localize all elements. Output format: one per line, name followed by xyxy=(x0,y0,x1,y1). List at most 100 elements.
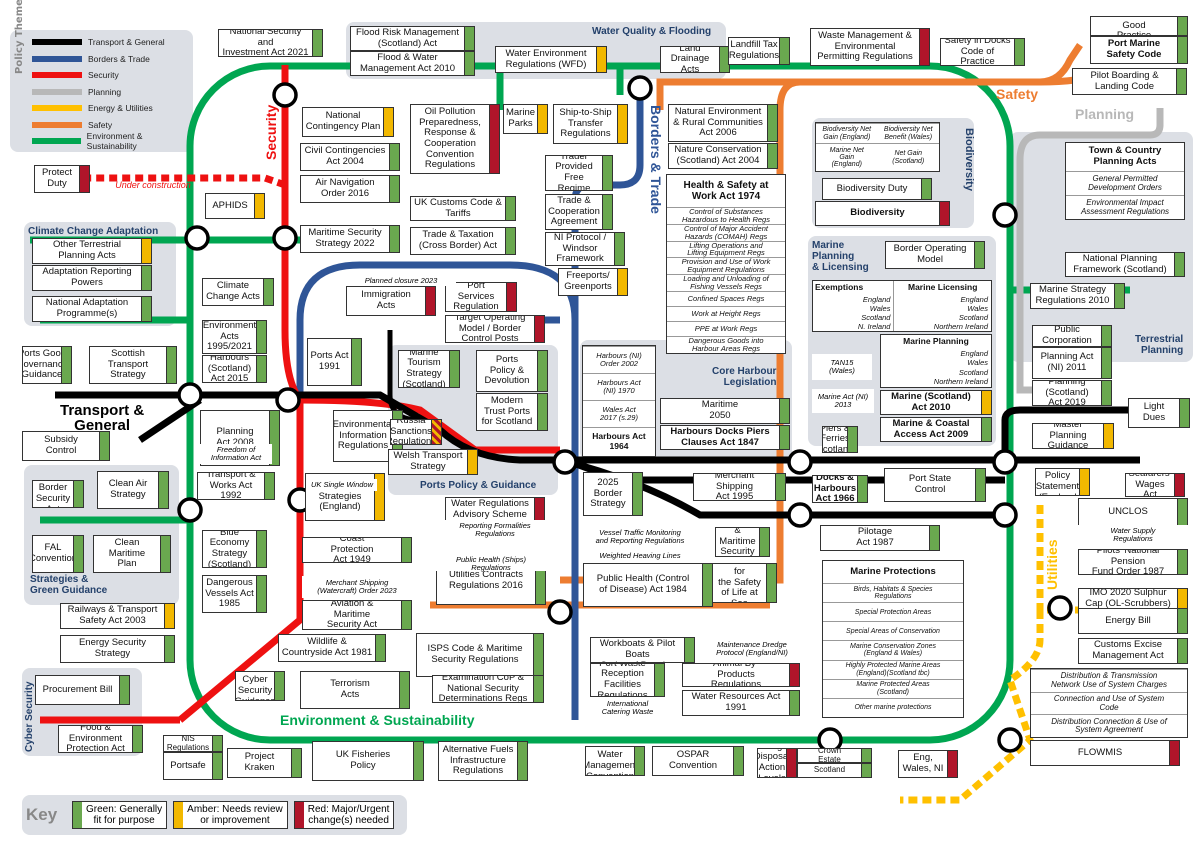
box-animal-by-products-regulations[interactable]: Animal By- Products Regulations xyxy=(682,663,800,687)
box-ballast-water-management-convention[interactable]: Ballast Water Management Convention xyxy=(585,746,645,776)
box-port-marine-safety-code[interactable]: Port Marine Safety Code xyxy=(1090,36,1188,64)
box-biodiversity[interactable]: Biodiversity xyxy=(815,201,950,226)
box-coast-protection-act-1949[interactable]: Coast Protection Act 1949 xyxy=(302,537,412,563)
box-marine-tourism-strategy-scotland[interactable]: Marine Tourism Strategy (Scotland) xyxy=(398,350,460,388)
box-natural-environment-rural-communities-ac[interactable]: Natural Environment & Rural Communities … xyxy=(668,104,778,142)
box-scotland[interactable]: Scotland xyxy=(797,763,872,778)
box-dangerous-vessels-act-1985[interactable]: Dangerous Vessels Act 1985 xyxy=(202,575,267,613)
box-maritime-security-strategy-2022[interactable]: Maritime Security Strategy 2022 xyxy=(300,225,400,253)
box-subsidy-control[interactable]: Subsidy Control xyxy=(22,431,110,461)
box-ports-act-1991[interactable]: Ports Act 1991 xyxy=(307,338,362,386)
box-pilots-national-pension-fund-order-1987[interactable]: Pilots' National Pension Fund Order 1987 xyxy=(1078,549,1188,575)
box-fal-convention[interactable]: FAL Convention xyxy=(32,535,84,573)
box-shipping-maritime-security-act-1997[interactable]: Shipping & Maritime Security Act 1997 xyxy=(715,527,770,557)
box-ni-protocol-windsor-framework[interactable]: NI Protocol / Windsor Framework xyxy=(545,232,625,266)
box-immigration-acts[interactable]: Immigration Acts xyxy=(346,286,436,316)
box-flood-water-management-act-2010[interactable]: Flood & Water Management Act 2010 xyxy=(350,51,475,76)
box-national-adaptation-programme-s[interactable]: National Adaptation Programme(s) xyxy=(32,296,152,322)
box-climate-change-acts[interactable]: Climate Change Acts xyxy=(202,278,274,306)
box-examination-cop-national-security-determ[interactable]: Examination CoP & National Security Dete… xyxy=(432,675,544,703)
utilities-codes-box[interactable]: Distribution & Transmission Network Use … xyxy=(1030,668,1188,738)
box-blue-economy-strategy-scotland[interactable]: Blue Economy Strategy (Scotland) xyxy=(202,530,267,568)
box-master-planning-guidance[interactable]: Master Planning Guidance xyxy=(1032,423,1114,449)
box-clean-maritime-plan[interactable]: Clean Maritime Plan xyxy=(93,535,171,573)
box-maritime-2050[interactable]: Maritime 2050 xyxy=(660,398,790,424)
box-seafarers-wages-act[interactable]: Seafarers' Wages Act xyxy=(1125,473,1185,497)
box-procurement-bill[interactable]: Procurement Bill xyxy=(35,675,130,705)
box-int-convention-for-the-safety-of-life-at[interactable]: Int. Convention for the Safety of Life a… xyxy=(712,563,777,603)
box-port-state-control[interactable]: Port State Control xyxy=(884,468,986,502)
box-trade-taxation-cross-border-act[interactable]: Trade & Taxation (Cross Border) Act xyxy=(410,227,516,255)
box-project-kraken[interactable]: Project Kraken xyxy=(227,748,302,778)
marine-coastal-act-box[interactable]: Marine & Coastal Access Act 2009 xyxy=(880,417,992,442)
box-civil-contingencies-act-2004[interactable]: Civil Contingencies Act 2004 xyxy=(300,143,400,171)
box-safety-in-docks-code-of-practice[interactable]: Safety in Docks Code of Practice xyxy=(940,38,1025,66)
box-planning-act-ni-2011[interactable]: Planning Act (NI) 2011 xyxy=(1032,347,1112,379)
box-national-contingency-plan[interactable]: National Contingency Plan xyxy=(302,107,394,137)
box-trader-provided-free-regime[interactable]: Trader Provided Free Regime xyxy=(545,155,613,191)
box-uk-customs-code-tariffs[interactable]: UK Customs Code & Tariffs xyxy=(410,196,516,221)
box-flood-risk-management-scotland-act[interactable]: Flood Risk Management (Scotland) Act xyxy=(350,26,475,51)
box-welsh-transport-strategy[interactable]: Welsh Transport Strategy xyxy=(388,449,478,475)
hdpc-act-box[interactable]: Harbours Docks Piers Clauses Act 1847 xyxy=(660,425,790,450)
box-ospar-convention[interactable]: OSPAR Convention xyxy=(652,746,744,776)
box-modern-trust-ports-for-scotland[interactable]: Modern Trust Ports for Scotland xyxy=(476,393,548,431)
box-terrorism-acts[interactable]: Terrorism Acts xyxy=(300,671,410,709)
box-energy-security-strategy[interactable]: Energy Security Strategy xyxy=(60,635,175,663)
box-railways-transport-safety-act-2003[interactable]: Railways & Transport Safety Act 2003 xyxy=(60,603,175,629)
box-water-regulations-advisory-scheme[interactable]: Water Regulations Advisory Scheme xyxy=(445,497,545,523)
box-ports-policy-devolution[interactable]: Ports Policy & Devolution xyxy=(476,350,548,392)
box-scottish-transport-strategy[interactable]: Scottish Transport Strategy xyxy=(89,346,177,384)
box-marine-parks[interactable]: Marine Parks xyxy=(503,104,548,134)
box-landfill-tax-regulations[interactable]: Landfill Tax Regulations xyxy=(728,37,790,65)
box-biodiversity-duty[interactable]: Biodiversity Duty xyxy=(822,178,932,200)
town-country-box[interactable]: Town & Country Planning Acts General Per… xyxy=(1065,142,1185,220)
box-adaptation-reporting-powers[interactable]: Adaptation Reporting Powers xyxy=(32,265,152,291)
box-russia-sanctions-regulations[interactable]: Russia (Sanctions) Regulations xyxy=(390,419,442,445)
box-imo-2020-sulphur-cap-ol-scrubbers[interactable]: IMO 2020 Sulphur Cap (OL-Scrubbers) xyxy=(1078,588,1188,610)
box-freeports-greenports[interactable]: Freeports/ Greenports xyxy=(558,268,628,296)
box-clean-air-strategy[interactable]: Clean Air Strategy xyxy=(97,471,169,509)
box-planning-scotland-act-2019[interactable]: Planning (Scotland) Act 2019 xyxy=(1032,380,1112,406)
box-national-security-and-investment-act-202[interactable]: National Security and Investment Act 202… xyxy=(218,29,323,57)
box-ports-good-governance-guidance[interactable]: Ports Good Governance Guidance xyxy=(22,346,72,384)
box-merchant-shipping-act-1995[interactable]: Merchant Shipping Act 1995 xyxy=(693,473,786,501)
box-crown-estate[interactable]: Crown Estate xyxy=(797,748,872,763)
box-waste-management-environmental-permittin[interactable]: Waste Management & Environmental Permitt… xyxy=(810,28,930,66)
box-isps-code-maritime-security-regulations[interactable]: ISPS Code & Maritime Security Regulation… xyxy=(416,633,544,677)
marine-scotland-act-box[interactable]: Marine (Scotland) Act 2010 xyxy=(880,390,992,415)
box-national-planning-framework-scotland[interactable]: National Planning Framework (Scotland) xyxy=(1065,252,1185,277)
box-border-operating-model[interactable]: Border Operating Model xyxy=(885,241,985,269)
box-water-environment-regulations-wfd[interactable]: Water Environment Regulations (WFD) xyxy=(495,46,607,73)
box-nature-conservation-scotland-act-2004[interactable]: Nature Conservation (Scotland) Act 2004 xyxy=(668,143,778,169)
box-eng-wales-ni[interactable]: Eng, Wales, NI xyxy=(898,750,958,778)
box-transport-works-act-1992[interactable]: Transport & Works Act 1992 xyxy=(197,472,275,500)
box-environment-acts-1995-2021[interactable]: Environment Acts 1995/2021 xyxy=(202,320,267,354)
hsw-act-box[interactable]: Health & Safety at Work Act 1974 Control… xyxy=(666,174,786,354)
box-wildlife-countryside-act-1981[interactable]: Wildlife & Countryside Act 1981 xyxy=(278,634,386,662)
box-land-drainage-acts[interactable]: Land Drainage Acts xyxy=(660,46,730,73)
box-aviation-maritime-security-act[interactable]: Aviation & Maritime Security Act xyxy=(302,600,412,630)
box-alternative-fuels-infrastructure-regulat[interactable]: Alternative Fuels Infrastructure Regulat… xyxy=(438,741,528,781)
box-oil-pollution-preparedness-response-coop[interactable]: Oil Pollution Preparedness, Response & C… xyxy=(410,104,500,174)
box-port-cyber-security-guidance[interactable]: Port Cyber Security Guidance xyxy=(235,671,285,701)
box-docks-harbours-act-1966[interactable]: Docks & Harbours Act 1966 xyxy=(812,475,868,503)
box-national-ports-policy-statement-england-[interactable]: National Ports Policy Statement (England… xyxy=(1035,468,1090,496)
box-protect-duty[interactable]: Protect Duty xyxy=(34,165,90,193)
box-water-resources-act-1991[interactable]: Water Resources Act 1991 xyxy=(682,690,800,716)
biodiversity-net-box[interactable]: Biodiversity Net Gain (England)Biodivers… xyxy=(815,122,940,172)
box-other-terrestrial-planning-acts[interactable]: Other Terrestrial Planning Acts xyxy=(32,238,152,264)
box-marine-strategy-regulations-2010[interactable]: Marine Strategy Regulations 2010 xyxy=(1030,283,1125,309)
box-energy-bill[interactable]: Energy Bill xyxy=(1078,608,1188,634)
box-pmsc-guide-to-good-practice[interactable]: PMSC Guide to Good Practice xyxy=(1090,16,1188,36)
box-port-waste-reception-facilities-regulati[interactable]: Port Waste Reception Facilities Regulati… xyxy=(590,663,665,697)
box-nis-regulations[interactable]: NIS Regulations xyxy=(163,735,223,752)
box-harbours-scotland-act-2015[interactable]: Harbours (Scotland) Act 2015 xyxy=(202,355,267,383)
box-light-dues[interactable]: Light Dues xyxy=(1128,398,1190,428)
box-2025-border-strategy[interactable]: 2025 Border Strategy xyxy=(583,472,643,516)
box-small-fishing-vessels-workboats-pilot-bo[interactable]: Small Fishing Vessels, Workboats & Pilot… xyxy=(590,637,695,663)
box-food-environment-protection-act[interactable]: Food & Environment Protection Act xyxy=(58,725,143,753)
